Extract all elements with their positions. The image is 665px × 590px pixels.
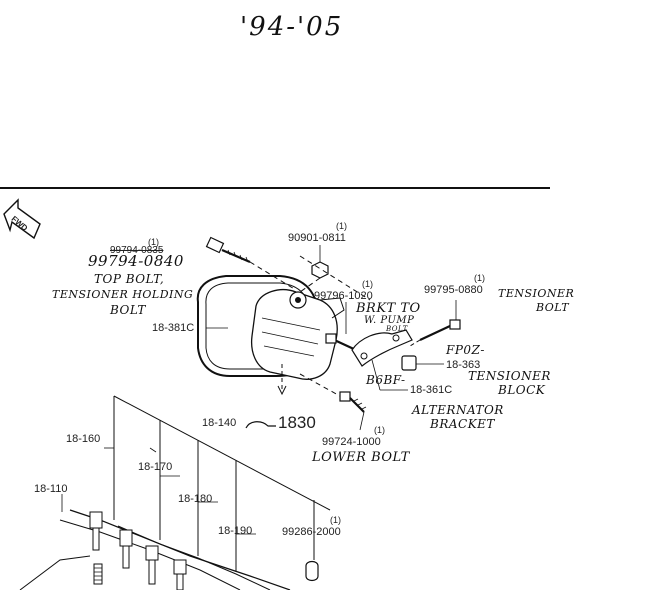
note-top-bolt: TOP BOLT, [94,272,165,286]
wire-clamp-icon [305,542,319,582]
note-w-pump: W. PUMP [364,315,415,326]
water-nut-part: 90901-0811 [288,232,346,244]
year-range-note: '94-'05 [240,12,344,42]
note-top-bolt-new: 99794-0840 [88,252,184,270]
bracket-bolt-qty: (1) [362,279,373,289]
top-bolt-old-part: 99794-0835 [110,245,164,256]
note-alternator-bracket-2: BRACKET [430,417,495,431]
lower-bolt-icon [339,391,367,431]
alternator-bracket-part: 18-361C [410,384,453,396]
plug-boot-3 [145,545,159,585]
note-brkt-to: BRKT TO [356,301,421,316]
tensioner-bolt-qty: (1) [474,273,485,283]
lower-bolt-qty: (1) [374,425,385,435]
alternator-ref: 1830 [278,413,316,432]
top-bolt-icon [205,236,251,264]
note-b6bf: B6BF- [366,373,406,387]
note-tensioner-bolt-1: TENSIONER [498,287,575,300]
water-nut-qty: (1) [336,221,347,231]
note-tensioner-bolt-2: BOLT [536,301,570,314]
note-lower-bolt: LOWER BOLT [312,450,410,465]
belt-part: 18-381C [152,322,195,334]
nut-icon [311,245,329,279]
part-18-190: 18-190 [218,525,253,537]
tensioner-block-part: 18-363 [446,359,481,371]
fwd-arrow-icon [3,198,41,240]
note-fp02: FP0Z- [446,343,485,357]
plug-boot-1 [89,511,103,551]
tensioner-bolt-part: 99795-0880 [424,284,483,296]
top-bolt-qty: (1) [148,237,159,247]
part-18-160: 18-160 [66,433,101,445]
clamp-qty: (1) [330,515,341,525]
spark-plug [93,563,103,585]
plug-boot-2 [119,529,133,569]
alternator-bracket [351,329,413,367]
part-18-180: 18-180 [178,493,213,505]
alternator-assy-part: 18-140 [202,417,237,429]
engine-edge [19,555,91,590]
clamp-part: 99286-2000 [282,526,341,538]
note-tensioner-block-2: BLOCK [498,383,546,397]
plug-boot-4 [173,559,187,590]
note-bolt: BOLT [110,303,146,317]
refer-hand-icon [245,421,276,429]
bracket-bolt-part: 99796-1020 [314,290,373,302]
note-tensioner-block-1: TENSIONER [468,369,551,383]
part-18-170: 18-170 [138,461,173,473]
note-bolt-small: BOLT [386,325,408,333]
bracket-bolt-icon [325,302,357,351]
note-tensioner-holding: TENSIONER HOLDING [52,288,194,301]
alternator [250,289,345,380]
note-alternator-bracket-1: ALTERNATOR [412,403,504,417]
tensioner-block-icon [401,355,444,371]
lower-bolt-part: 99724-1000 [322,436,381,448]
part-18-110: 18-110 [34,483,68,495]
tensioner-bolt-icon [419,300,461,341]
